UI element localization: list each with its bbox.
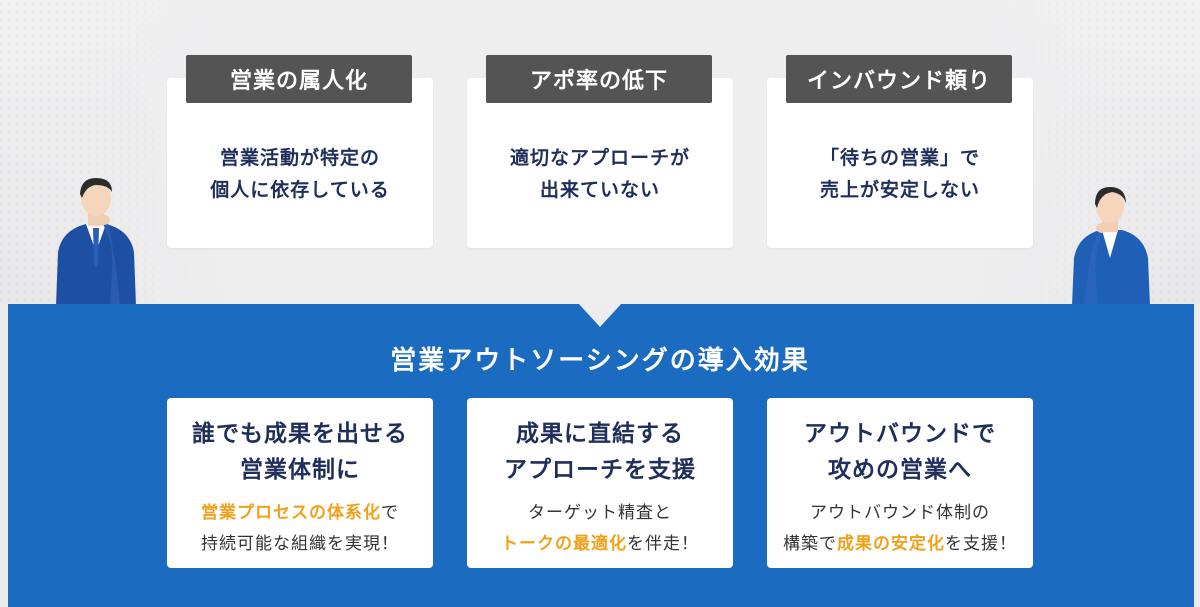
businessman-thinking-left-icon: [56, 178, 136, 306]
problem-card-3: 「待ちの営業」で 売上が安定しない: [767, 78, 1033, 248]
problem-text: 「待ちの営業」で 売上が安定しない: [819, 147, 980, 201]
highlight-text: トークの最適化: [501, 534, 627, 554]
body-text: ターゲット精査と: [528, 503, 672, 523]
effect-description: 営業プロセスの体系化で 持続可能な組織を実現！: [167, 498, 433, 560]
effect-card-2: 成果に直結する アプローチを支援 ターゲット精査と トークの最適化を伴走！: [467, 398, 733, 568]
problem-tag: 営業の属人化: [186, 55, 412, 103]
highlight-text: 成果の安定化: [837, 534, 945, 554]
effect-heading: 成果に直結する アプローチを支援: [504, 421, 696, 483]
effect-description: アウトバウンド体制の 構築で成果の安定化を支援！: [767, 498, 1033, 560]
problem-tag: インバウンド頼り: [786, 55, 1012, 103]
businessman-thinking-right-icon: [1072, 187, 1150, 306]
effect-heading: 誰でも成果を出せる 営業体制に: [192, 421, 408, 483]
down-arrow-notch: [578, 303, 622, 327]
effect-heading: アウトバウンドで 攻めの営業へ: [804, 421, 996, 483]
body-text: 持続可能な組織を実現！: [201, 534, 399, 554]
section-title: 営業アウトソーシングの導入効果: [390, 346, 810, 376]
problem-text: 適切なアプローチが 出来ていない: [509, 147, 690, 201]
body-text: 構築で: [783, 534, 837, 554]
body-text: を伴走！: [627, 534, 699, 554]
problem-tag: アポ率の低下: [486, 55, 712, 103]
highlight-text: 営業プロセスの体系化: [201, 503, 381, 523]
body-text: アウトバウンド体制の: [810, 503, 990, 523]
problem-text: 営業活動が特定の 個人に依存している: [210, 147, 390, 201]
effect-card-3: アウトバウンドで 攻めの営業へ アウトバウンド体制の 構築で成果の安定化を支援！: [767, 398, 1033, 568]
body-text: を支援！: [945, 534, 1017, 554]
body-text: で: [381, 503, 399, 523]
problem-card-1: 営業活動が特定の 個人に依存している: [167, 78, 433, 248]
problem-card-2: 適切なアプローチが 出来ていない: [467, 78, 733, 248]
effect-description: ターゲット精査と トークの最適化を伴走！: [467, 498, 733, 560]
effect-card-1: 誰でも成果を出せる 営業体制に 営業プロセスの体系化で 持続可能な組織を実現！: [167, 398, 433, 568]
